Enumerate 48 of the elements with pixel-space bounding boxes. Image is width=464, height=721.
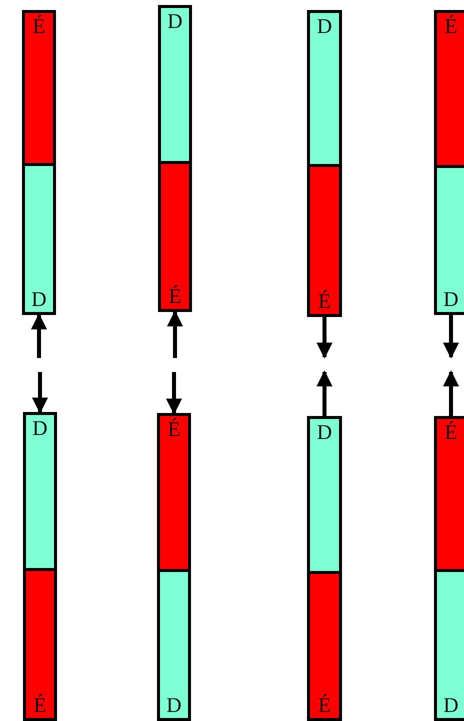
magnet-pole (310, 13, 339, 164)
arrow (31, 313, 47, 358)
magnet-pole (25, 13, 53, 163)
magnet-pole (310, 167, 339, 314)
magnet-pole (161, 164, 189, 309)
arrow (32, 372, 48, 414)
arrow (166, 372, 182, 415)
bar-magnet (158, 5, 192, 312)
pole-letter: É (34, 692, 46, 718)
pole-letter: É (444, 419, 458, 445)
pole-letter: É (168, 416, 180, 442)
bar-magnet (434, 416, 464, 721)
pole-letter: É (318, 692, 331, 718)
pole-letter: D (316, 13, 332, 39)
pole-letter: D (32, 415, 48, 441)
magnet-pole (26, 571, 54, 718)
pole-letter: É (168, 283, 182, 309)
bar-magnet (157, 413, 191, 721)
pole-letter: D (443, 692, 459, 718)
arrow (316, 370, 332, 416)
pole-letter: É (318, 288, 331, 314)
bar-magnet (22, 10, 56, 315)
arrow (443, 315, 459, 359)
pole-letter: D (316, 419, 332, 445)
magnet-pole (310, 574, 339, 718)
pole-letter: É (444, 13, 458, 39)
pole-letter: D (166, 692, 182, 718)
bar-magnet (23, 412, 57, 721)
magnet-pole (437, 419, 464, 569)
magnet-pole (310, 419, 339, 571)
magnet-pole (160, 572, 188, 718)
bar-magnet (307, 10, 342, 317)
bar-magnet (434, 10, 464, 315)
bar-magnet (307, 416, 342, 721)
magnet-pole (161, 8, 189, 161)
arrow (316, 317, 332, 359)
magnet-pole (437, 168, 464, 312)
pole-letter: D (167, 8, 183, 34)
pole-letter: D (31, 286, 47, 312)
pole-letter: D (443, 286, 459, 312)
magnet-pole (25, 166, 53, 312)
arrow (443, 370, 459, 416)
pole-letter: É (32, 13, 46, 39)
magnet-pole (437, 572, 464, 718)
magnet-pole (26, 415, 54, 568)
arrow (167, 310, 183, 358)
magnet-pole (160, 416, 188, 569)
magnet-pole (437, 13, 464, 165)
